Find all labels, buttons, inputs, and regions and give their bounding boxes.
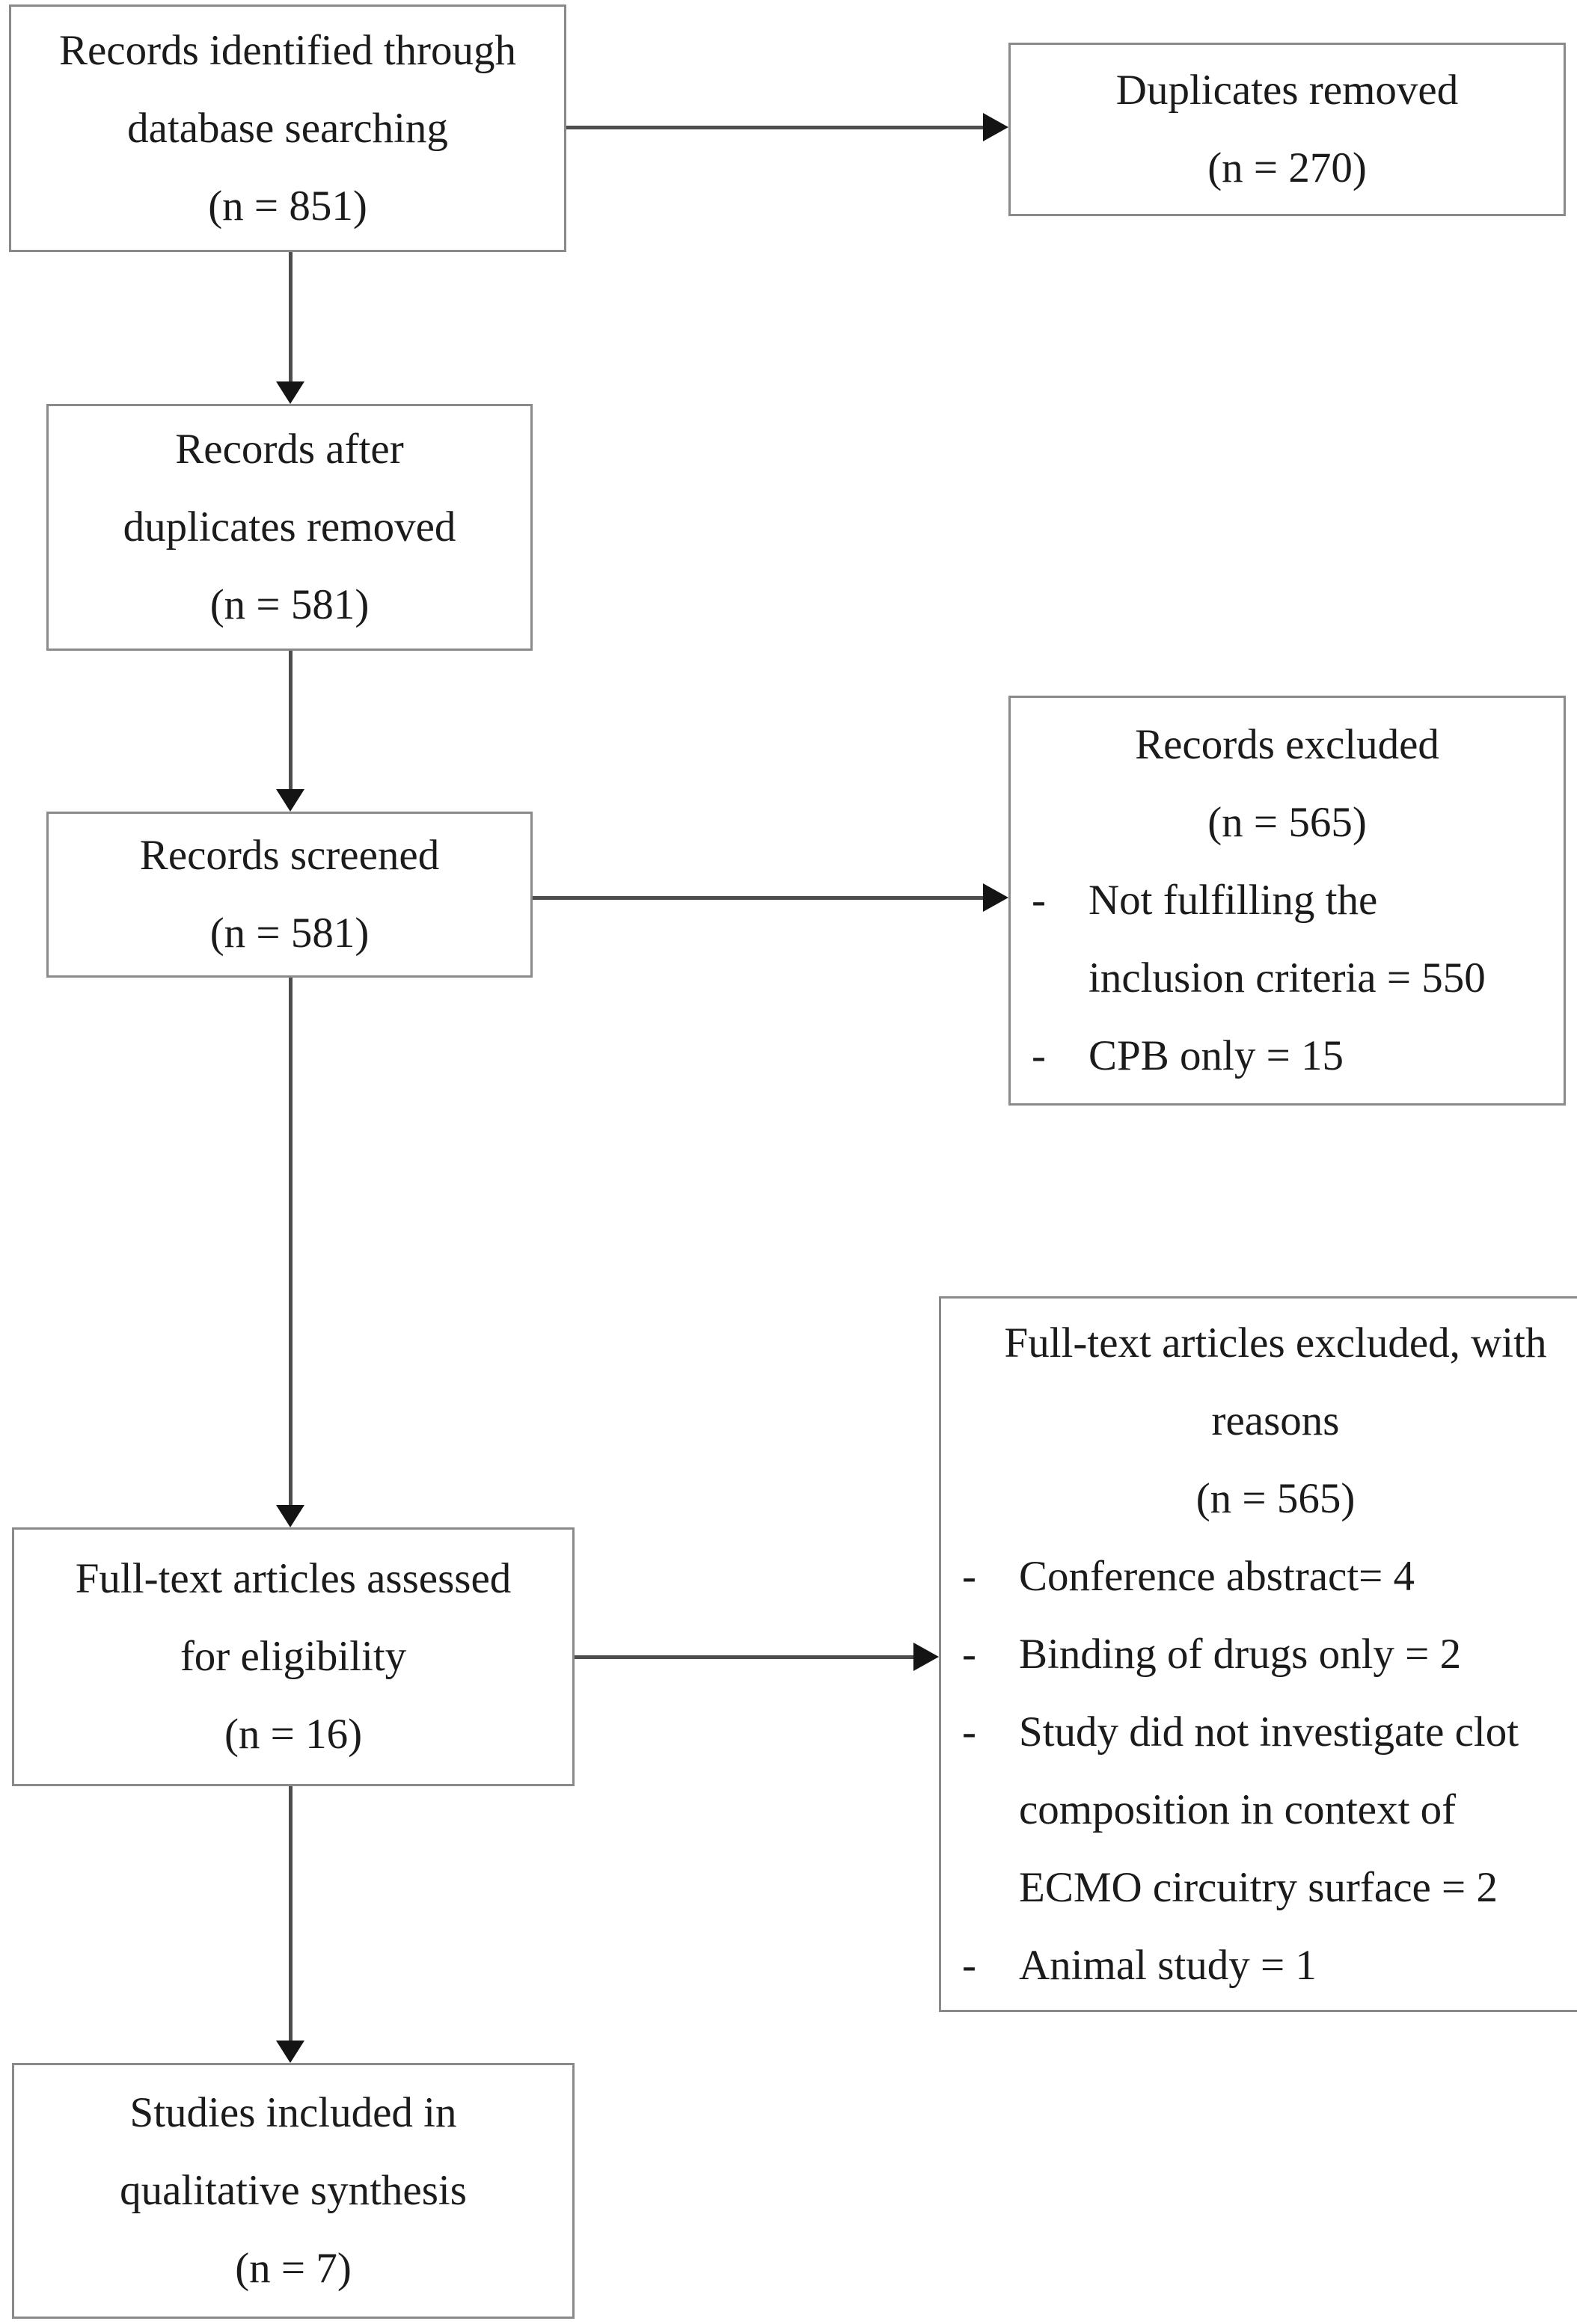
- box-text-line: Records excluded: [1135, 721, 1439, 768]
- arrow-screened-to-fulltext: [289, 978, 293, 1505]
- arrow-identified-to-duplicates: [566, 126, 985, 129]
- box-text-line: Binding of drugs only = 2: [1019, 1630, 1462, 1678]
- bullet-dash: -: [1032, 877, 1046, 924]
- bullet-text: Study did not investigate clot compositi…: [1019, 1693, 1519, 1927]
- box-text-line: (n = 7): [235, 2245, 352, 2292]
- exclusion-reason-item: - Conference abstract= 4: [941, 1538, 1577, 1616]
- box-text-line: Study did not investigate clot: [1019, 1708, 1519, 1756]
- exclusion-reason-item: - Binding of drugs only = 2: [941, 1616, 1577, 1693]
- bullet-dash: -: [962, 1708, 976, 1756]
- arrowhead-right-icon: [913, 1643, 939, 1671]
- box-fulltext-assessed: Full-text articles assessed for eligibil…: [12, 1527, 575, 1786]
- box-text-line: Full-text articles assessed: [75, 1555, 512, 1602]
- box-text-line: database searching: [127, 104, 448, 152]
- box-studies-included: Studies included in qualitative synthesi…: [12, 2063, 575, 2319]
- arrow-screened-to-excluded: [533, 896, 985, 900]
- box-text-line: (n = 270): [1207, 144, 1367, 191]
- exclusion-reason-item: - Study did not investigate clot composi…: [941, 1693, 1577, 1927]
- box-fulltext-excluded: Full-text articles excluded, with reason…: [939, 1296, 1577, 2012]
- bullet-dash: -: [962, 1630, 976, 1678]
- box-text-line: Records identified through: [58, 26, 517, 74]
- box-text-line: CPB only = 15: [1088, 1032, 1344, 1079]
- bullet-text: Conference abstract= 4: [1019, 1538, 1415, 1616]
- box-text-line: ECMO circuitry surface = 2: [1019, 1863, 1498, 1911]
- box-text-line: (n = 16): [224, 1711, 363, 1758]
- box-text-line: Records after: [175, 426, 404, 473]
- arrow-fulltext-to-included: [289, 1786, 293, 2041]
- box-records-screened: Records screened (n = 581): [46, 812, 533, 978]
- arrowhead-right-icon: [983, 113, 1008, 141]
- box-text-line: Studies included in: [129, 2089, 457, 2136]
- box-records-excluded: Records excluded (n = 565) - Not fulfill…: [1008, 696, 1566, 1106]
- box-text-line: Duplicates removed: [1115, 67, 1459, 114]
- box-text-line: (n = 581): [209, 581, 370, 628]
- bullet-dash: -: [962, 1941, 976, 1989]
- exclusion-reason-item: - Not fulfilling the inclusion criteria …: [1011, 862, 1564, 1017]
- box-text-line: (n = 565): [1207, 799, 1367, 846]
- exclusion-reason-item: - CPB only = 15: [1011, 1017, 1564, 1095]
- box-duplicates-removed: Duplicates removed (n = 270): [1008, 43, 1566, 216]
- box-text-line: qualitative synthesis: [120, 2167, 467, 2214]
- bullet-text: Not fulfilling the inclusion criteria = …: [1088, 862, 1486, 1017]
- box-text-line: composition in context of: [1019, 1785, 1457, 1833]
- arrowhead-down-icon: [276, 1505, 304, 1527]
- bullet-text: Binding of drugs only = 2: [1019, 1616, 1461, 1693]
- bullet-dash: -: [1032, 1032, 1046, 1079]
- arrowhead-right-icon: [983, 883, 1008, 912]
- box-text-line: for eligibility: [180, 1633, 407, 1680]
- box-text-line: Records screened: [139, 832, 440, 879]
- arrowhead-down-icon: [276, 2041, 304, 2063]
- bullet-text: Animal study = 1: [1019, 1927, 1317, 2005]
- box-text-line: (n = 565): [1195, 1474, 1356, 1522]
- box-records-identified: Records identified through database sear…: [9, 4, 566, 252]
- box-text-line: Full-text articles excluded, with: [1004, 1319, 1547, 1367]
- bullet-text: CPB only = 15: [1088, 1017, 1344, 1095]
- box-text-line: Conference abstract= 4: [1019, 1552, 1415, 1600]
- box-text-line: (n = 851): [208, 182, 367, 230]
- box-text-line: Not fulfilling the: [1088, 877, 1378, 924]
- box-text-line: reasons: [1211, 1396, 1340, 1444]
- exclusion-reason-item: - Animal study = 1: [941, 1927, 1577, 2005]
- arrow-fulltext-to-excluded: [575, 1655, 915, 1659]
- bullet-dash: -: [962, 1552, 976, 1600]
- box-text-line: Animal study = 1: [1019, 1941, 1317, 1989]
- arrowhead-down-icon: [276, 789, 304, 812]
- box-records-after-duplicates: Records after duplicates removed (n = 58…: [46, 404, 533, 651]
- arrowhead-down-icon: [276, 381, 304, 404]
- box-text-line: duplicates removed: [123, 503, 456, 551]
- arrow-identified-to-after-duplicates: [289, 252, 293, 384]
- arrow-after-duplicates-to-screened: [289, 651, 293, 789]
- box-text-line: (n = 581): [209, 910, 370, 957]
- box-text-line: inclusion criteria = 550: [1088, 954, 1486, 1002]
